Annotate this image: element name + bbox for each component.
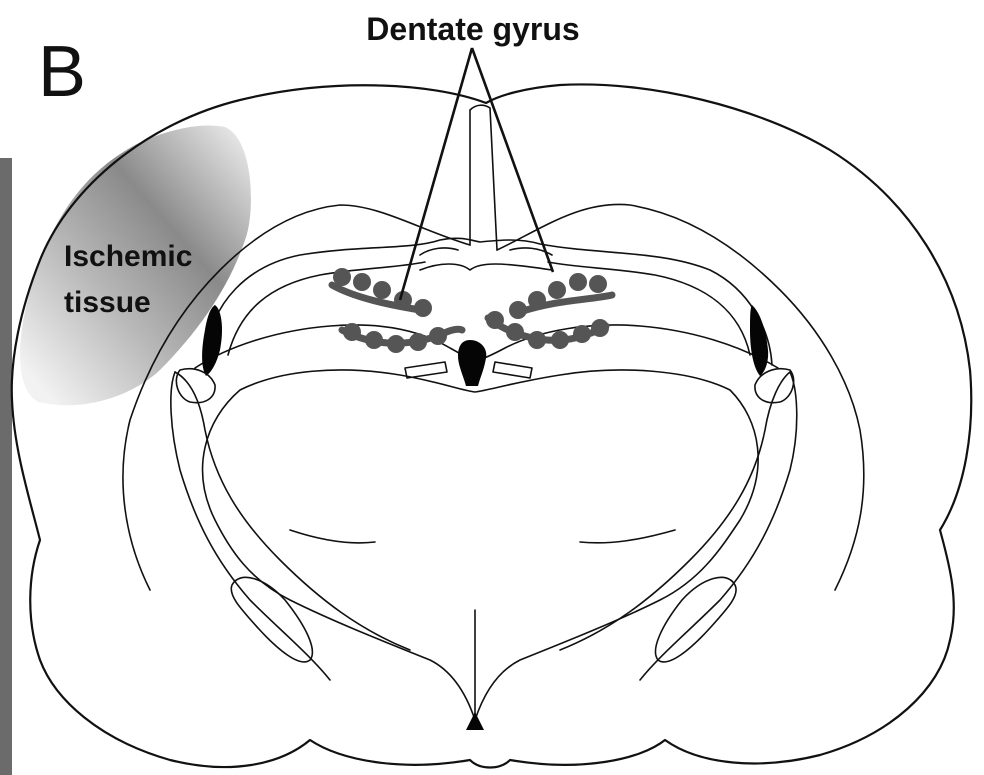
fimbria-box-right xyxy=(493,362,532,378)
fimbria-box-left xyxy=(405,362,447,378)
midline-structure-body xyxy=(420,264,552,270)
dentate-gyrus-left xyxy=(332,268,462,353)
midline-structure-top xyxy=(420,248,552,255)
ischemic-tissue-label-line2: tissue xyxy=(64,286,151,319)
longitudinal-fissure xyxy=(470,105,497,250)
ischemic-tissue-label-line1: Ischemic xyxy=(64,240,192,273)
dentate-gyrus-pointer-right xyxy=(472,48,553,272)
thalamic-crescent-right xyxy=(580,530,675,543)
dentate-gyrus-pointer-left xyxy=(400,48,472,300)
thalamus-outline xyxy=(203,370,759,720)
amygdala-right xyxy=(655,577,736,662)
corpus-callosum xyxy=(205,238,772,365)
ventral-midline-tip xyxy=(466,712,484,730)
dentate-gyrus-label: Dentate gyrus xyxy=(366,11,579,47)
panel-label: B xyxy=(38,32,86,112)
hippocampus-lower-boundary xyxy=(195,325,778,368)
internal-capsule-right-2 xyxy=(640,372,797,680)
lateral-ventricle-right xyxy=(750,305,768,376)
third-ventricle xyxy=(458,340,486,386)
left-frame-bar xyxy=(0,158,12,775)
thalamic-crescent-left xyxy=(290,530,375,543)
dentate-gyrus-right xyxy=(486,273,612,349)
